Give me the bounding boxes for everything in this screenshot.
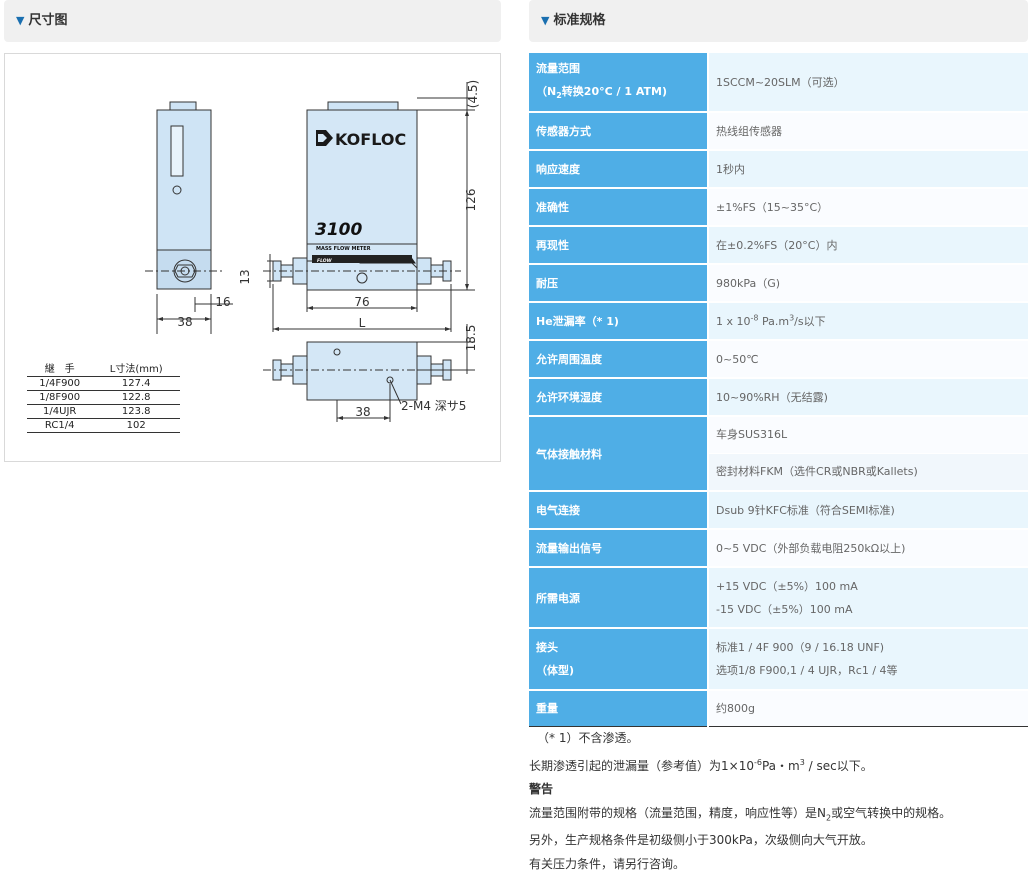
spec-value: 10~90%RH（无结露)	[708, 378, 1028, 417]
dim-18-5: 18.5	[464, 325, 478, 352]
spec-key: 传感器方式	[529, 112, 709, 151]
spec-value: +15 VDC（±5%）100 mA -15 VDC（±5%）100 mA	[708, 567, 1028, 629]
spec-value: 1秒内	[708, 150, 1028, 189]
dim-16: 16	[215, 295, 230, 309]
spec-key: 接头 （体型)	[529, 628, 709, 691]
spec-value: 热线组传感器	[708, 112, 1028, 151]
spec-key: 气体接触材料	[529, 416, 709, 492]
spec-key: 再现性	[529, 226, 709, 265]
spec-table: 流量范围 （N2转换20°C / 1 ATM) 1SCCM~20SLM（可选） …	[529, 53, 1028, 727]
note-line: （* 1）不含渗透。	[537, 731, 639, 745]
fitting-dimension-table: 継 手 L寸法(mm) 1/4F900 127.4 1/8F900 122.8 1/…	[27, 359, 180, 433]
spec-value: 0~50℃	[708, 340, 1028, 379]
spec-value: ±1%FS（15~35°C）	[708, 188, 1028, 227]
dim-76: 76	[354, 295, 369, 309]
table-cell: RC1/4	[44, 420, 75, 431]
dim-38-bottom: 38	[355, 405, 370, 419]
table-row: 电气连接 Dsub 9针KFC标准（符合SEMI标准)	[529, 491, 1028, 530]
dim-4-5: (4.5)	[466, 80, 480, 108]
notes: （* 1）不含渗透。 长期渗透引起的泄漏量（参考值）为1×10-6Pa・m3 /…	[529, 727, 1028, 876]
section-title: 标准规格	[553, 13, 606, 28]
model-text: 3100	[315, 220, 362, 240]
kofloc-logo: KOFLOC	[316, 130, 406, 149]
table-cell: 1/8F900	[39, 392, 81, 403]
spec-key: 电气连接	[529, 491, 709, 530]
spec-value: 0~5 VDC（外部负载电阻250kΩ以上)	[708, 529, 1028, 568]
table-cell: 123.8	[121, 406, 151, 417]
table-header: 継 手	[44, 364, 75, 375]
table-row: 准确性 ±1%FS（15~35°C）	[529, 188, 1028, 227]
table-row: 响应速度 1秒内	[529, 150, 1028, 189]
table-row: 传感器方式 热线组传感器	[529, 112, 1028, 151]
table-row: He泄漏率（* 1) 1 x 10-8 Pa.m3/s以下	[529, 302, 1028, 341]
product-text: MASS FLOW METER	[316, 246, 371, 252]
spec-value: 标准1 / 4F 900（9 / 16.18 UNF) 选项1/8 F900,1…	[708, 628, 1028, 691]
dim-L: L	[359, 316, 366, 330]
table-cell: 1/4F900	[39, 378, 81, 389]
spec-key: 重量	[529, 690, 709, 727]
spec-key: 流量范围 （N2转换20°C / 1 ATM)	[529, 53, 709, 113]
spec-value: 约800g	[708, 690, 1028, 727]
spec-key: 耐压	[529, 264, 709, 303]
dim-13: 13	[238, 269, 252, 284]
table-row: 气体接触材料 车身SUS316L 密封材料FKM（选件CR或NBR或Kallet…	[529, 416, 1028, 492]
spec-value: 1 x 10-8 Pa.m3/s以下	[708, 302, 1028, 341]
table-row: 所需电源 +15 VDC（±5%）100 mA -15 VDC（±5%）100 …	[529, 567, 1028, 629]
spec-key: 允许周围温度	[529, 340, 709, 379]
table-row: 重量 约800g	[529, 690, 1028, 727]
spec-key: 所需电源	[529, 567, 709, 629]
section-title: 尺寸图	[28, 13, 68, 28]
dimension-drawing-panel: KOFLOC 3100 MASS FLOW METER FLOW (4.5) 1…	[4, 53, 501, 462]
dim-38-side: 38	[177, 315, 192, 329]
dim-2-m4: 2-M4 深サ5	[401, 399, 466, 413]
spec-value: 在±0.2%FS（20°C）内	[708, 226, 1028, 265]
table-cell: 122.8	[121, 392, 151, 403]
spec-key: 允许环境湿度	[529, 378, 709, 417]
brand-text: KOFLOC	[335, 130, 406, 149]
spec-value: Dsub 9针KFC标准（符合SEMI标准)	[708, 491, 1028, 530]
table-row: 流量输出信号 0~5 VDC（外部负载电阻250kΩ以上)	[529, 529, 1028, 568]
table-cell: 102	[126, 420, 146, 431]
spec-value: 980kPa（G)	[708, 264, 1028, 303]
note-line: 长期渗透引起的泄漏量（参考值）为1×10-6Pa・m3 / sec以下。	[529, 757, 873, 773]
spec-key: 准确性	[529, 188, 709, 227]
spec-key: 响应速度	[529, 150, 709, 189]
table-cell: 1/4UJR	[43, 406, 77, 417]
spec-key: He泄漏率（* 1)	[529, 302, 709, 341]
spec-value: 车身SUS316L 密封材料FKM（选件CR或NBR或Kallets)	[708, 416, 1028, 492]
table-header: L寸法(mm)	[109, 364, 163, 375]
spec-value: 1SCCM~20SLM（可选）	[708, 53, 1028, 113]
dim-126: 126	[464, 189, 478, 212]
note-line: 另外，生产规格条件是初级侧小于300kPa，次级侧向大气开放。	[529, 833, 873, 848]
table-row: 耐压 980kPa（G)	[529, 264, 1028, 303]
dimension-drawing-header: ▼尺寸图	[4, 0, 501, 42]
warning-title: 警告	[529, 782, 554, 796]
table-row: 流量范围 （N2转换20°C / 1 ATM) 1SCCM~20SLM（可选）	[529, 53, 1028, 113]
table-row: 允许环境湿度 10~90%RH（无结露)	[529, 378, 1028, 417]
dimension-drawing: KOFLOC 3100 MASS FLOW METER FLOW (4.5) 1…	[145, 80, 480, 422]
spec-key: 流量输出信号	[529, 529, 709, 568]
note-line: 流量范围附带的规格（流量范围，精度，响应性等）是N2或空气转换中的规格。	[529, 805, 952, 822]
note-line: 有关压力条件，请另行咨询。	[529, 856, 686, 871]
table-row: 接头 （体型) 标准1 / 4F 900（9 / 16.18 UNF) 选项1/…	[529, 628, 1028, 691]
triangle-down-icon: ▼	[541, 14, 550, 27]
flow-label: FLOW	[317, 258, 333, 264]
table-row: 允许周围温度 0~50℃	[529, 340, 1028, 379]
standard-spec-header: ▼标准规格	[529, 0, 1028, 42]
triangle-down-icon: ▼	[16, 14, 25, 27]
table-row: 再现性 在±0.2%FS（20°C）内	[529, 226, 1028, 265]
table-cell: 127.4	[121, 378, 151, 389]
